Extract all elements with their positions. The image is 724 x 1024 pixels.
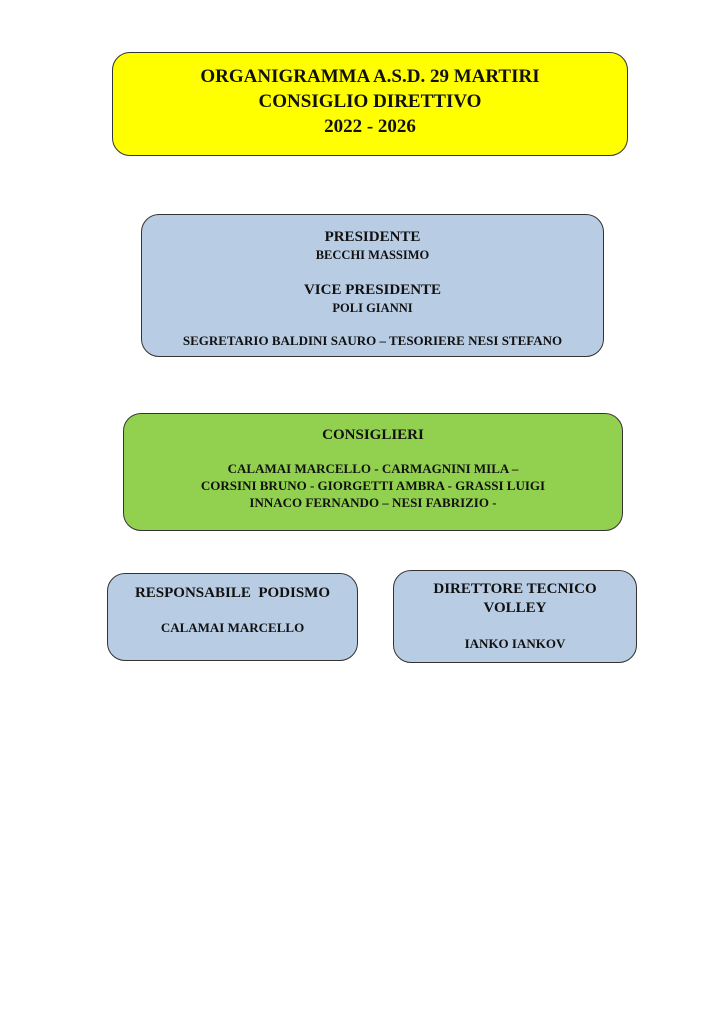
title-line-1: ORGANIGRAMMA A.S.D. 29 MARTIRI [200,66,540,87]
running-box: RESPONSABILE PODISMO CALAMAI MARCELLO [107,573,358,661]
volley-box: DIRETTORE TECNICO VOLLEY IANKO IANKOV [393,570,637,663]
volley-role-line-2: VOLLEY [483,600,547,616]
running-name: CALAMAI MARCELLO [160,620,305,635]
secretary-treasurer: SEGRETARIO BALDINI SAURO – TESORIERE NES… [182,333,563,348]
president-name: BECCHI MASSIMO [315,248,430,262]
volley-role-line-1: DIRETTORE TECNICO [433,581,597,597]
council-line: CALAMAI MARCELLO - CARMAGNINI MILA – [227,461,519,476]
council-heading: CONSIGLIERI [322,427,424,443]
vice-president-name: POLI GIANNI [332,301,413,315]
title-line-2: CONSIGLIO DIRETTIVO [258,91,482,112]
title-box: ORGANIGRAMMA A.S.D. 29 MARTIRI CONSIGLIO… [112,52,628,156]
title-line-3: 2022 - 2026 [324,116,416,137]
volley-name: IANKO IANKOV [464,636,566,651]
council-line: INNACO FERNANDO – NESI FABRIZIO - [249,495,497,510]
vice-president-role: VICE PRESIDENTE [303,282,442,298]
running-role: RESPONSABILE PODISMO [134,585,331,601]
president-role: PRESIDENTE [324,229,421,245]
council-box: CONSIGLIERI CALAMAI MARCELLO - CARMAGNIN… [123,413,623,531]
presidency-box: PRESIDENTE BECCHI MASSIMO VICE PRESIDENT… [141,214,604,357]
council-line: CORSINI BRUNO - GIORGETTI AMBRA - GRASSI… [200,478,546,493]
